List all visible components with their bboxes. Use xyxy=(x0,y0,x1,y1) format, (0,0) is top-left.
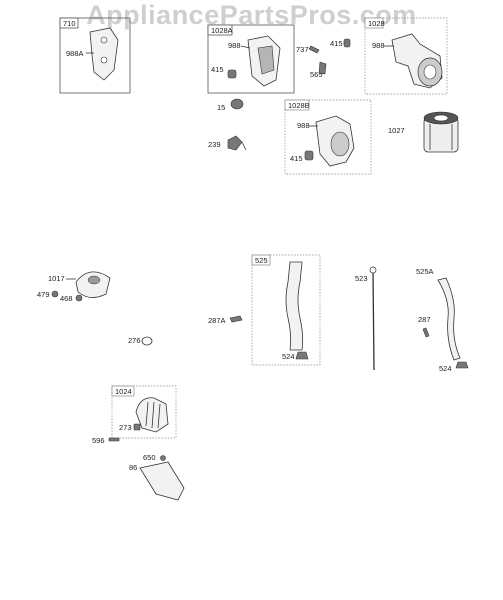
seal-524-b[interactable] xyxy=(455,361,469,369)
label-415-c: 415 xyxy=(290,154,303,163)
label-415-b: 415 xyxy=(330,39,343,48)
box-1028A xyxy=(207,24,295,94)
group-525: 525 287A 524 xyxy=(208,254,321,366)
screw-596[interactable] xyxy=(108,437,120,442)
label-239: 239 xyxy=(208,140,221,149)
group-525A: 525A 287 524 xyxy=(416,267,469,373)
group-1017: 1017 479 468 xyxy=(37,271,111,303)
gasket-415-a[interactable] xyxy=(227,69,237,79)
part-273[interactable] xyxy=(133,423,141,431)
label-988-b: 988 xyxy=(372,41,385,50)
gasket-415-b[interactable] xyxy=(343,38,351,48)
dipstick-tube-525[interactable] xyxy=(285,261,304,351)
screw-287A[interactable] xyxy=(229,315,243,323)
fitting-565[interactable] xyxy=(318,61,327,75)
label-710: 710 xyxy=(63,19,76,28)
label-86: 86 xyxy=(129,463,137,472)
box-1028 xyxy=(364,17,448,95)
label-1027: 1027 xyxy=(388,126,405,135)
label-565: 565 xyxy=(310,70,323,79)
label-988-c: 988 xyxy=(297,121,310,130)
box-1028B xyxy=(284,99,372,175)
label-524-a: 524 xyxy=(282,352,295,361)
label-15: 15 xyxy=(217,103,225,112)
switch-239[interactable] xyxy=(227,135,243,151)
label-524-b: 524 xyxy=(439,364,452,373)
label-596: 596 xyxy=(92,436,105,445)
group-1024: 1024 273 xyxy=(111,385,177,439)
group-710: 710 988A xyxy=(59,17,131,94)
label-287: 287 xyxy=(418,315,431,324)
screw-737[interactable] xyxy=(308,45,320,54)
group-276: 276 xyxy=(128,336,153,346)
label-415-a: 415 xyxy=(211,65,224,74)
part-650[interactable] xyxy=(160,455,166,461)
label-468: 468 xyxy=(60,294,73,303)
dipstick-tube-525A[interactable] xyxy=(437,277,461,361)
group-1028B: 1028B 988 415 xyxy=(284,99,372,175)
label-287A: 287A xyxy=(208,316,226,325)
label-523: 523 xyxy=(355,274,368,283)
label-650: 650 xyxy=(143,453,156,462)
label-737: 737 xyxy=(296,45,309,54)
part-479[interactable] xyxy=(51,290,59,298)
part-468[interactable] xyxy=(75,294,83,302)
oil-filter-1027[interactable]: 1027 xyxy=(388,111,459,153)
label-525: 525 xyxy=(255,256,268,265)
box-525 xyxy=(251,254,321,366)
label-525A: 525A xyxy=(416,267,434,276)
bracket-86[interactable] xyxy=(139,461,185,501)
gasket-988A[interactable] xyxy=(89,27,119,81)
part-15[interactable] xyxy=(230,98,244,110)
label-479: 479 xyxy=(37,290,50,299)
label-1017: 1017 xyxy=(48,274,65,283)
group-523: 523 xyxy=(355,266,377,371)
label-1028: 1028 xyxy=(368,19,385,28)
label-273: 273 xyxy=(119,423,132,432)
gasket-415-c[interactable] xyxy=(304,150,314,161)
washer-276[interactable] xyxy=(141,336,153,346)
screw-287[interactable] xyxy=(422,327,430,338)
seal-524-a[interactable] xyxy=(295,351,309,360)
dipstick-523[interactable] xyxy=(372,272,375,371)
box-710 xyxy=(59,17,131,94)
label-1028B: 1028B xyxy=(288,101,310,110)
loose-parts-737-415-565: 737 415 565 xyxy=(296,38,351,79)
group-596-650-86: 596 650 86 xyxy=(92,436,185,501)
label-276: 276 xyxy=(128,336,141,345)
label-1024: 1024 xyxy=(115,387,132,396)
label-988-a: 988 xyxy=(228,41,241,50)
loose-parts-15-239: 15 239 xyxy=(208,98,247,151)
label-988A: 988A xyxy=(66,49,84,58)
group-1028A: 1028A 988 415 xyxy=(207,24,295,94)
group-1028: 1028 988 xyxy=(364,17,448,95)
cover-1017[interactable] xyxy=(75,271,111,298)
box-1024 xyxy=(111,385,177,439)
label-1028A: 1028A xyxy=(211,26,233,35)
